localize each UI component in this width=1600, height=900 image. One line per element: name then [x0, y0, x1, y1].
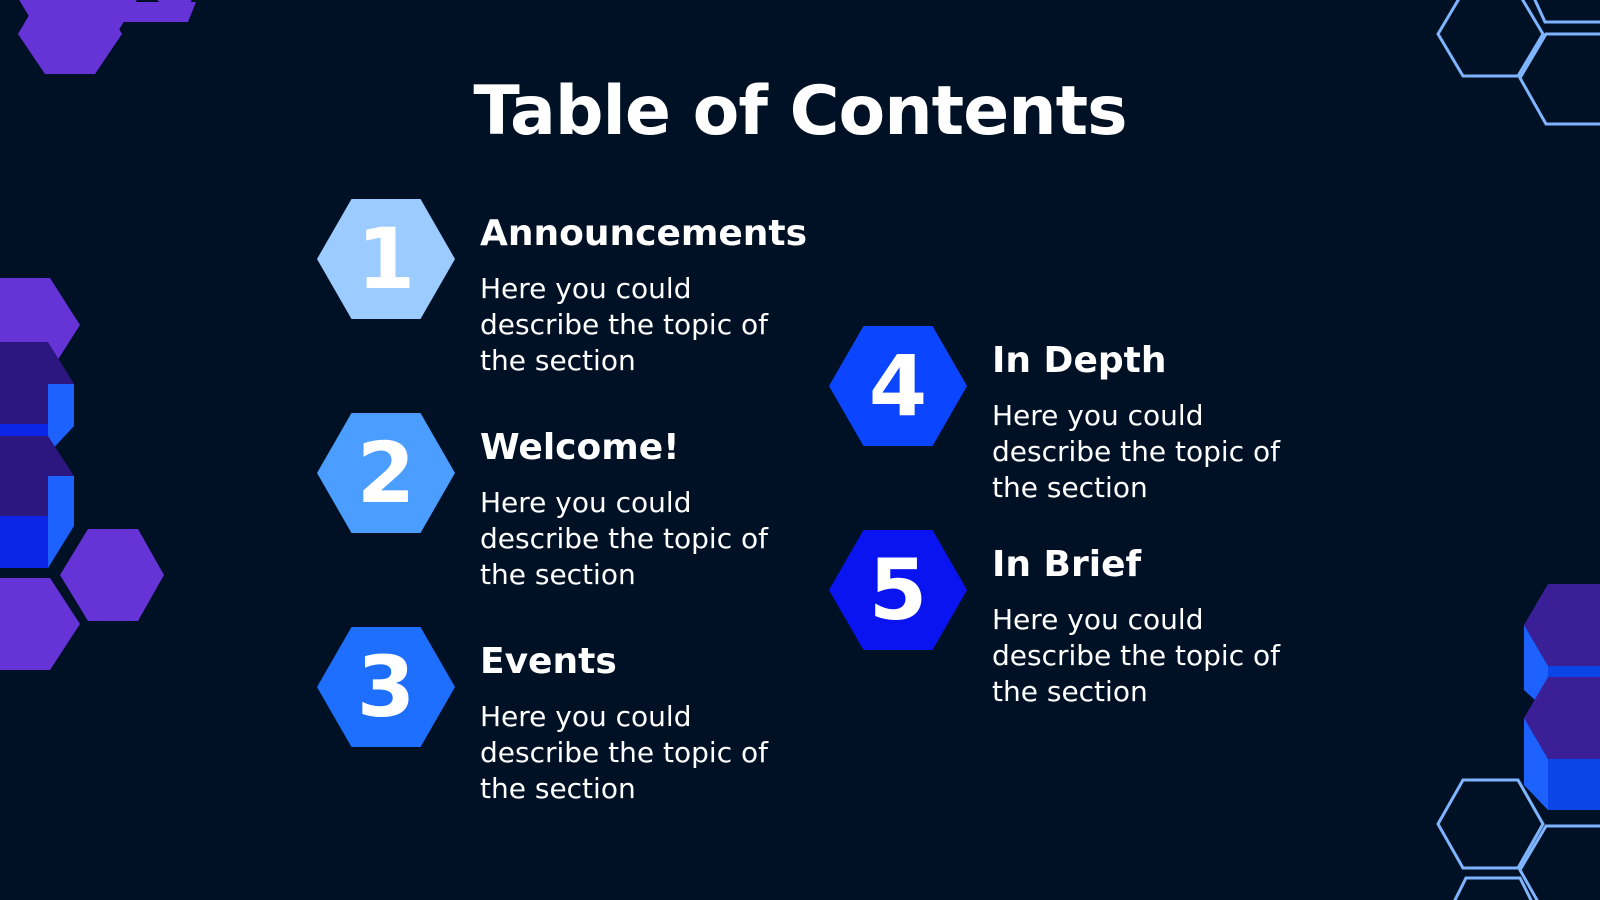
item-description: Here you could describe the topic of the…	[992, 603, 1280, 708]
item-number: 2	[356, 424, 416, 522]
hexagon-icon	[829, 530, 967, 650]
hexagon-number-badge: 1	[317, 199, 455, 319]
item-title: Welcome!	[480, 427, 680, 468]
item-number: 3	[356, 638, 416, 736]
item-description: Here you could describe the topic of the…	[480, 272, 768, 377]
item-number: 5	[868, 541, 928, 639]
hexagon-number-badge: 5	[829, 530, 967, 650]
hexagon-number-badge: 2	[317, 413, 455, 533]
item-title: Events	[480, 641, 617, 682]
item-description: Here you could describe the topic of the…	[480, 700, 768, 805]
toc-item-in-depth[interactable]: 4 In Depth Here you could describe the t…	[829, 326, 1389, 516]
item-title: In Brief	[992, 544, 1142, 585]
item-number: 4	[868, 337, 928, 435]
item-description: Here you could describe the topic of the…	[992, 399, 1280, 504]
hexagon-icon	[829, 326, 967, 446]
toc-item-in-brief[interactable]: 5 In Brief Here you could describe the t…	[829, 530, 1389, 720]
hexagon-number-badge: 4	[829, 326, 967, 446]
item-description: Here you could describe the topic of the…	[480, 486, 768, 591]
item-title: In Depth	[992, 340, 1167, 381]
item-title: Announcements	[480, 213, 808, 254]
item-number: 1	[356, 210, 416, 308]
toc-item-welcome[interactable]: 2 Welcome! Here you could describe the t…	[317, 413, 877, 603]
hexagon-icon	[317, 413, 455, 533]
toc-item-announcements[interactable]: 1 Announcements Here you could describe …	[317, 199, 877, 389]
hexagon-number-badge: 3	[317, 627, 455, 747]
page-title: Table of Contents	[473, 72, 1127, 151]
hexagon-icon	[317, 199, 455, 319]
toc-item-events[interactable]: 3 Events Here you could describe the top…	[317, 627, 877, 817]
hexagon-icon	[317, 627, 455, 747]
